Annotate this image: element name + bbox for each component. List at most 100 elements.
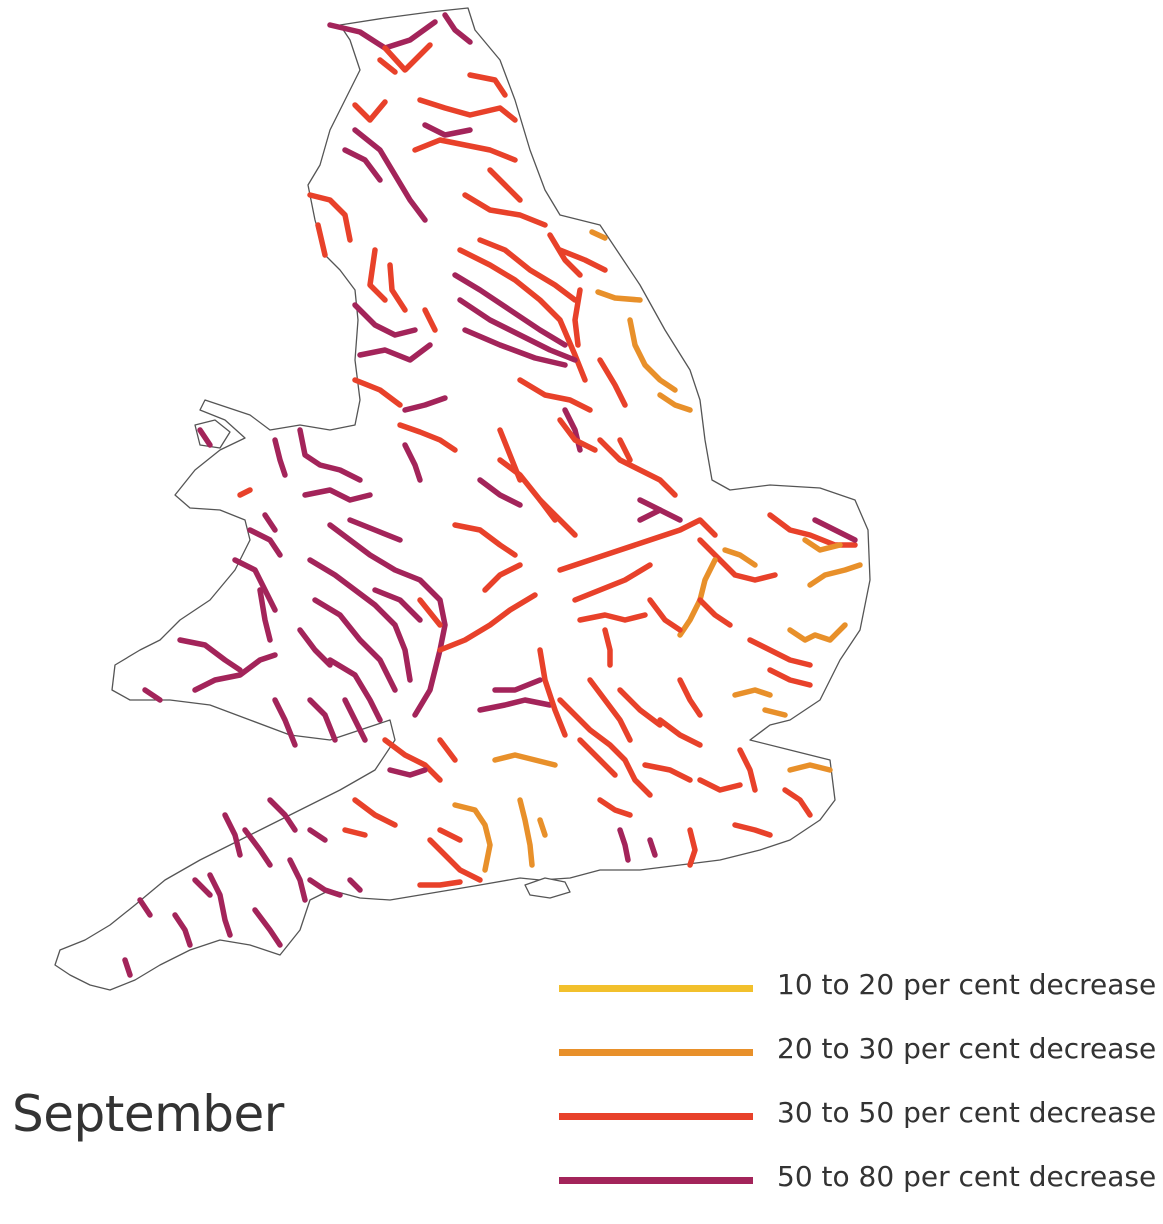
england-wales-outline [54,7,871,991]
river-segment [427,837,483,883]
river-segment [637,507,663,523]
river-segment [487,167,523,203]
river-segment [247,527,283,558]
river-segment [207,872,233,938]
river-segment [272,697,298,748]
river-segment [222,812,243,858]
river-segment [477,697,553,713]
river-segment [807,562,863,588]
river-segment [557,247,608,273]
river-segment [297,627,333,668]
legend-label: 30 to 50 per cent decrease [777,1096,1157,1129]
river-segment [287,857,308,903]
river-segment [732,687,773,698]
river-segment [782,787,813,818]
river-segment [492,752,558,768]
river-segment [677,677,703,718]
river-segment [357,342,433,363]
river-segment [372,587,423,623]
river-segment [177,637,243,673]
river-segment [477,477,523,508]
river-segment [452,272,568,348]
legend-item: 20 to 30 per cent decrease [559,1032,1159,1096]
river-segment [272,437,288,478]
river-segment [762,707,788,718]
river-segment [252,907,283,948]
river-segment [267,797,298,833]
river-segment [747,637,813,668]
river-segment [402,442,423,483]
river-segment [452,522,518,558]
river-segment [457,297,578,363]
river-segment [557,697,653,798]
river-segment [302,487,373,503]
river-segment [657,392,693,413]
map-month-label: September [12,1085,284,1143]
river-segment [767,667,813,688]
river-segment [687,827,698,868]
river-segment [577,612,648,623]
river-segment [732,822,773,838]
river-segment [467,72,508,98]
river-segment [262,512,278,533]
river-segment [142,687,163,703]
river-segment [387,262,408,313]
river-segment [597,357,628,408]
river-segment [697,597,733,628]
river-segment [722,547,758,568]
legend-swatch [559,1049,753,1056]
river-segment [547,232,583,278]
river-segment [737,747,758,793]
river-segment [307,697,338,743]
river-segment [347,517,403,543]
river-segment [352,127,428,223]
river-segment [802,537,843,553]
river-segment [437,592,538,653]
river-segment [192,877,213,898]
river-segment [787,622,848,643]
river-segment [382,42,433,73]
river-network [122,12,863,978]
river-segment [462,192,548,228]
river-segment [477,237,578,303]
river-segment [482,562,523,593]
river-segment [352,377,403,408]
river-segment [242,827,273,868]
river-segment [517,797,535,868]
river-segment [422,122,473,138]
river-segment [597,797,633,818]
river-segment [589,229,608,241]
river-segment [417,879,463,888]
legend-swatch [559,1177,753,1184]
river-segment [327,657,383,723]
river-segment [342,147,383,183]
river-segment [617,687,663,728]
river-segment [457,247,588,383]
legend-label: 50 to 80 per cent decrease [777,1160,1157,1193]
river-segment [342,697,368,743]
river-segment [402,395,448,413]
river-segment [237,487,253,498]
river-segment [657,717,703,748]
river-segment [517,377,593,413]
river-segment [137,897,153,918]
river-segment [232,557,278,613]
river-segment [417,597,443,628]
river-segment [327,522,448,718]
legend: 10 to 20 per cent decrease 20 to 30 per … [559,968,1159,1224]
river-segment [617,437,633,463]
river-segment [537,497,578,538]
legend-item: 30 to 50 per cent decrease [559,1096,1159,1160]
river-segment [597,437,678,498]
river-segment [602,627,613,668]
river-segment [437,737,458,763]
river-segment [352,797,398,828]
river-segment [387,767,428,778]
river-segment [347,877,363,893]
river-segment [492,677,543,693]
isle-of-wight [524,877,571,899]
river-segment [307,877,343,898]
river-segment [577,737,618,778]
river-segment [307,557,413,683]
